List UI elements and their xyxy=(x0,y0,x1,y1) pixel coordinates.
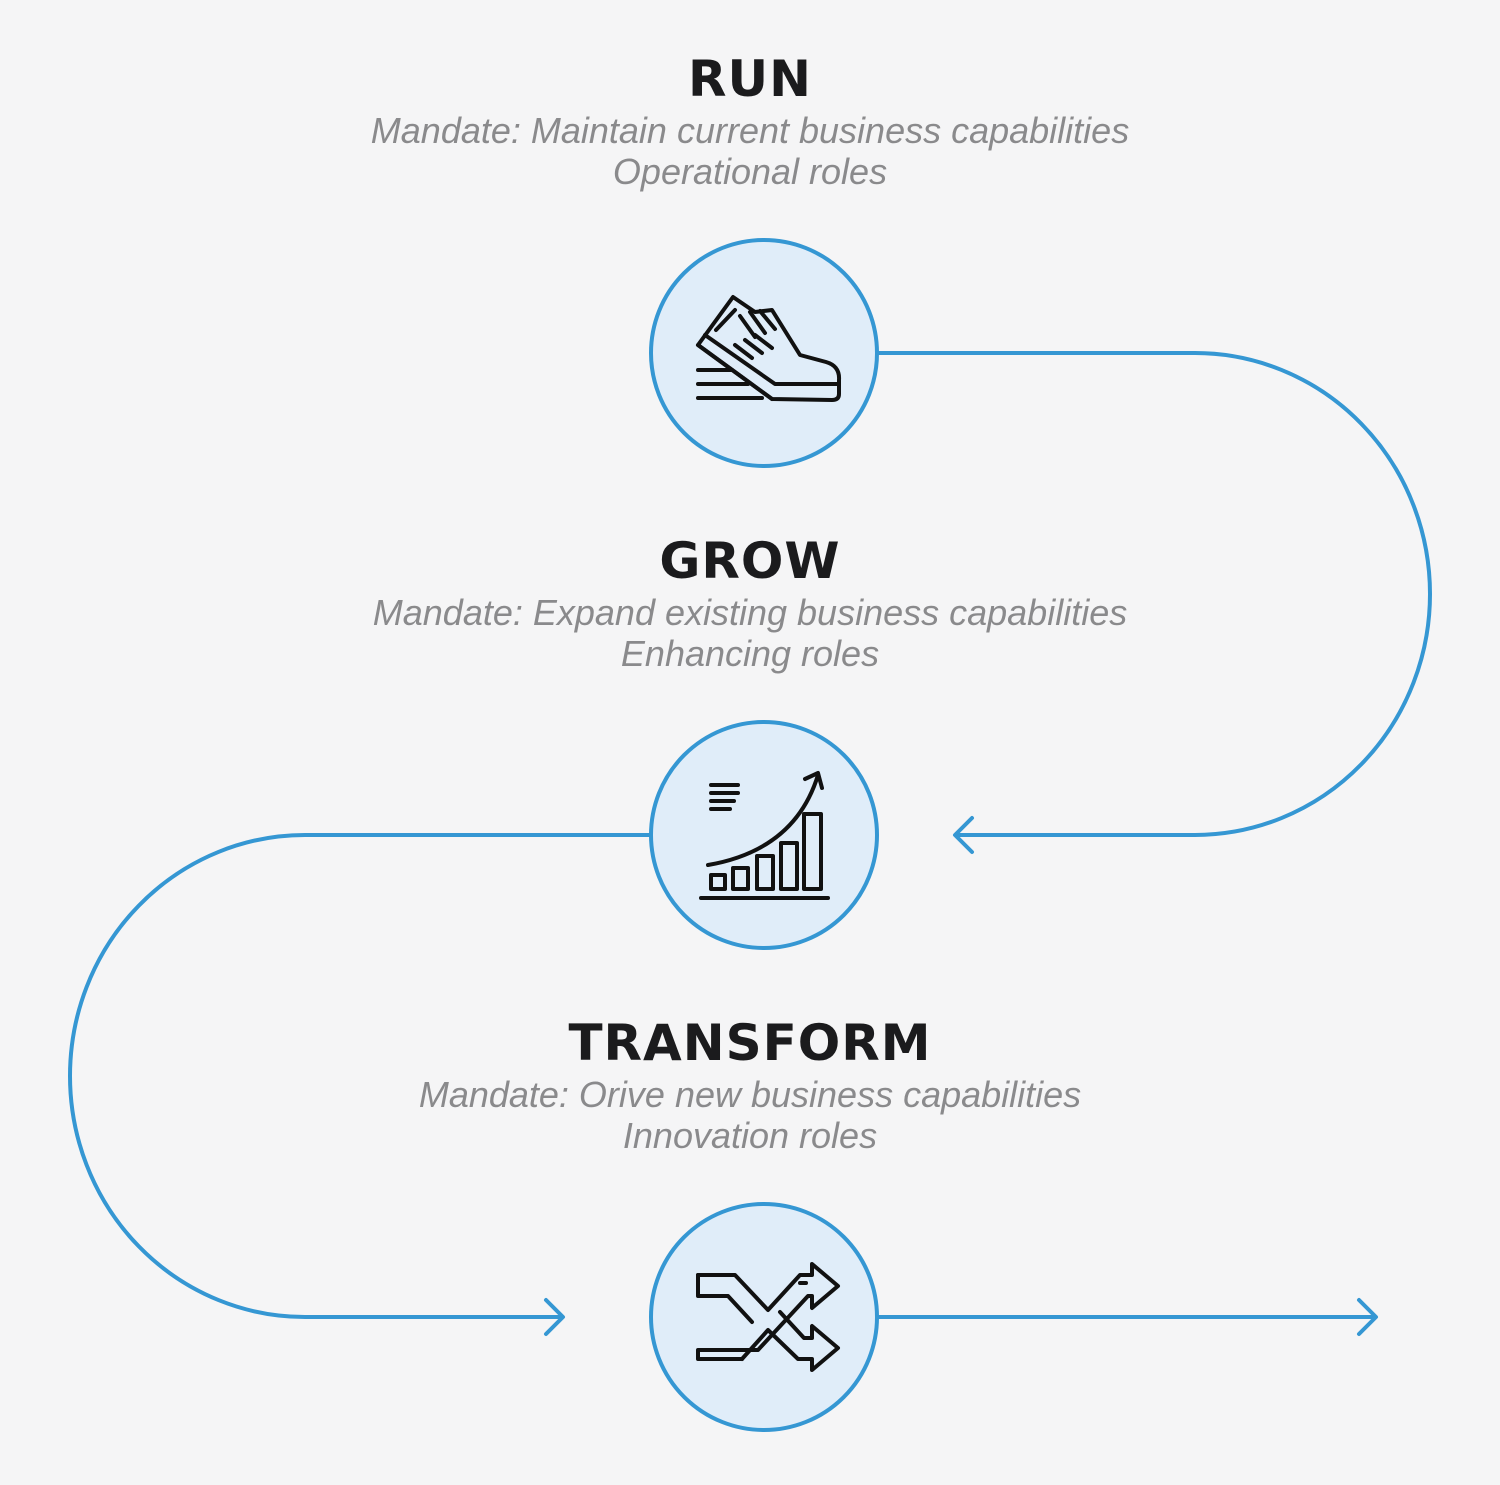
arrowhead-left-grow xyxy=(953,816,974,854)
stage-roles: Innovation roles xyxy=(622,1115,878,1156)
stage-roles: Enhancing roles xyxy=(620,633,880,674)
growth-chart-icon xyxy=(699,771,830,900)
transform-circle xyxy=(649,1202,879,1432)
stage-mandate: Mandate: Maintain current business capab… xyxy=(370,110,1130,151)
stage-mandate: Mandate: Orive new business capabilities xyxy=(418,1074,1082,1115)
connector-run-to-grow xyxy=(877,351,1432,837)
stage-title: TRANSFORM xyxy=(568,1014,932,1072)
stage-run: RUN Mandate: Maintain current business c… xyxy=(0,48,1500,192)
arrowhead-right-exit xyxy=(1357,1298,1378,1336)
stage-title: GROW xyxy=(659,532,841,590)
connector-grow-to-transform xyxy=(68,833,651,1319)
shuffle-arrows-icon xyxy=(696,1262,840,1372)
grow-circle xyxy=(649,720,879,950)
stage-title: RUN xyxy=(688,50,812,108)
stage-grow: GROW Mandate: Expand existing business c… xyxy=(0,530,1500,674)
stage-mandate: Mandate: Expand existing business capabi… xyxy=(372,592,1128,633)
running-shoe-icon xyxy=(696,295,842,402)
stage-transform: TRANSFORM Mandate: Orive new business ca… xyxy=(0,1012,1500,1156)
stage-roles: Operational roles xyxy=(612,151,888,192)
arrowhead-right-transform xyxy=(544,1298,565,1336)
